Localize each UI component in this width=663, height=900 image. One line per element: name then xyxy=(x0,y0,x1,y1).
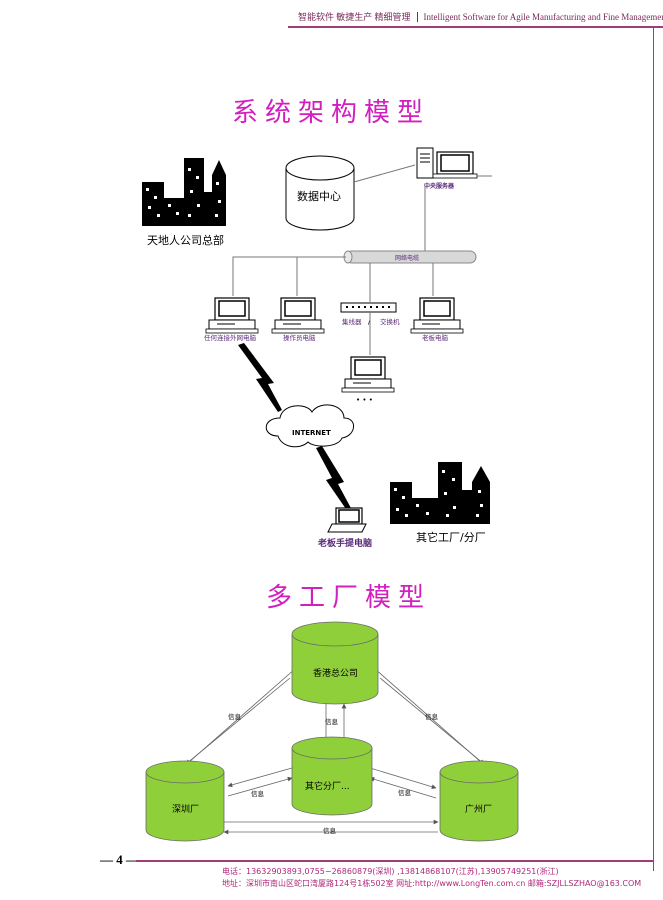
server-label: 中央服务器 xyxy=(424,182,455,190)
shenzhen-label: 深圳厂 xyxy=(172,804,199,815)
page-number: — 4 — xyxy=(100,852,139,867)
pc-lower-icon xyxy=(341,356,395,393)
other-to-gz-arrow xyxy=(369,767,437,790)
info-label-sz-other: 信息 xyxy=(251,789,265,798)
switch-label: 交换机 xyxy=(380,317,400,326)
page-header: 智能软件 敏捷生产 精细管理 Intelligent Software for A… xyxy=(298,10,663,23)
footer-rule xyxy=(136,860,654,862)
wireless-link-icon xyxy=(238,343,282,412)
hk-hq-label: 香港总公司 xyxy=(313,667,358,679)
pc-boss-icon xyxy=(410,297,464,334)
guangzhou-label: 广州厂 xyxy=(465,803,492,815)
hq-building-icon xyxy=(142,158,226,226)
hq-label: 天地人公司总部 xyxy=(147,233,224,247)
internet-cloud-icon xyxy=(265,404,354,448)
other-branches-label: 其它分厂... xyxy=(305,780,350,792)
multi-factory-title: 多工厂模型 xyxy=(266,583,432,613)
internet-label: INTERNET xyxy=(292,429,331,437)
info-label-hk-other: 信息 xyxy=(325,717,339,726)
footer-phone: 电话：13632903893,0755−26860879(深圳) ,138148… xyxy=(222,867,559,876)
datacenter-label: 数据中心 xyxy=(297,189,341,203)
hub-label: 集线器 xyxy=(342,317,362,326)
gz-to-hk-arrow xyxy=(373,667,491,771)
header-separator xyxy=(416,12,418,22)
info-label-sz-gz: 信息 xyxy=(323,826,337,835)
pc-operator-label: 操作员电脑 xyxy=(283,333,316,342)
internet-laptop-link-icon xyxy=(316,446,352,512)
other-branches-cylinder xyxy=(291,736,373,816)
datacenter-server-link xyxy=(353,164,416,183)
pc-external-icon xyxy=(205,297,259,334)
gz-to-other-arrow xyxy=(369,776,437,799)
info-label-hk-gz: 信息 xyxy=(425,712,439,721)
other-factory-building-icon xyxy=(390,462,490,524)
pc-operator-icon xyxy=(271,297,325,334)
pc-boss-label: 老板电脑 xyxy=(422,333,449,342)
laptop-icon xyxy=(327,507,367,533)
footer-address: 地址：深圳市南山区蛇口湾厦路124号1栋502室 网址:http://www.L… xyxy=(222,879,642,888)
laptop-label: 老板手提电脑 xyxy=(317,537,372,549)
hk-hq-cylinder xyxy=(291,621,379,705)
system-architecture-diagram: 天地人公司总部 数据中心 中央服务器 网络电缆 任何连接外网电脑 操作员电脑 xyxy=(142,147,492,549)
info-label-gz-other: 信息 xyxy=(398,788,412,797)
info-label-hk-sz: 信息 xyxy=(228,712,242,721)
page-right-border xyxy=(653,26,654,871)
multi-factory-diagram: 信息 信息 信息 信息 信息 信息 香港总公司 其它分厂... 深圳厂 广州厂 xyxy=(145,621,519,842)
sz-to-hk-arrow xyxy=(179,667,297,771)
system-architecture-title: 系统架构模型 xyxy=(232,98,431,128)
header-en-text: Intelligent Software for Agile Manufactu… xyxy=(423,12,663,22)
network-cable-label: 网络电缆 xyxy=(395,254,419,262)
header-rule xyxy=(288,26,663,28)
pc-external-label: 任何连接外网电脑 xyxy=(204,333,257,342)
more-pcs-dots: • • • xyxy=(356,396,373,404)
sz-to-other-arrow xyxy=(227,776,293,797)
hub-switch-icon xyxy=(340,302,397,313)
datacenter-cylinder-icon xyxy=(285,155,355,231)
header-cn-text: 智能软件 敏捷生产 精细管理 xyxy=(298,12,411,22)
central-server-icon xyxy=(416,147,478,179)
other-to-sz-arrow xyxy=(227,767,293,788)
other-factory-label: 其它工厂/分厂 xyxy=(416,530,486,544)
bus-line-left xyxy=(232,256,346,296)
shenzhen-cylinder xyxy=(145,760,225,842)
guangzhou-cylinder xyxy=(439,760,519,842)
